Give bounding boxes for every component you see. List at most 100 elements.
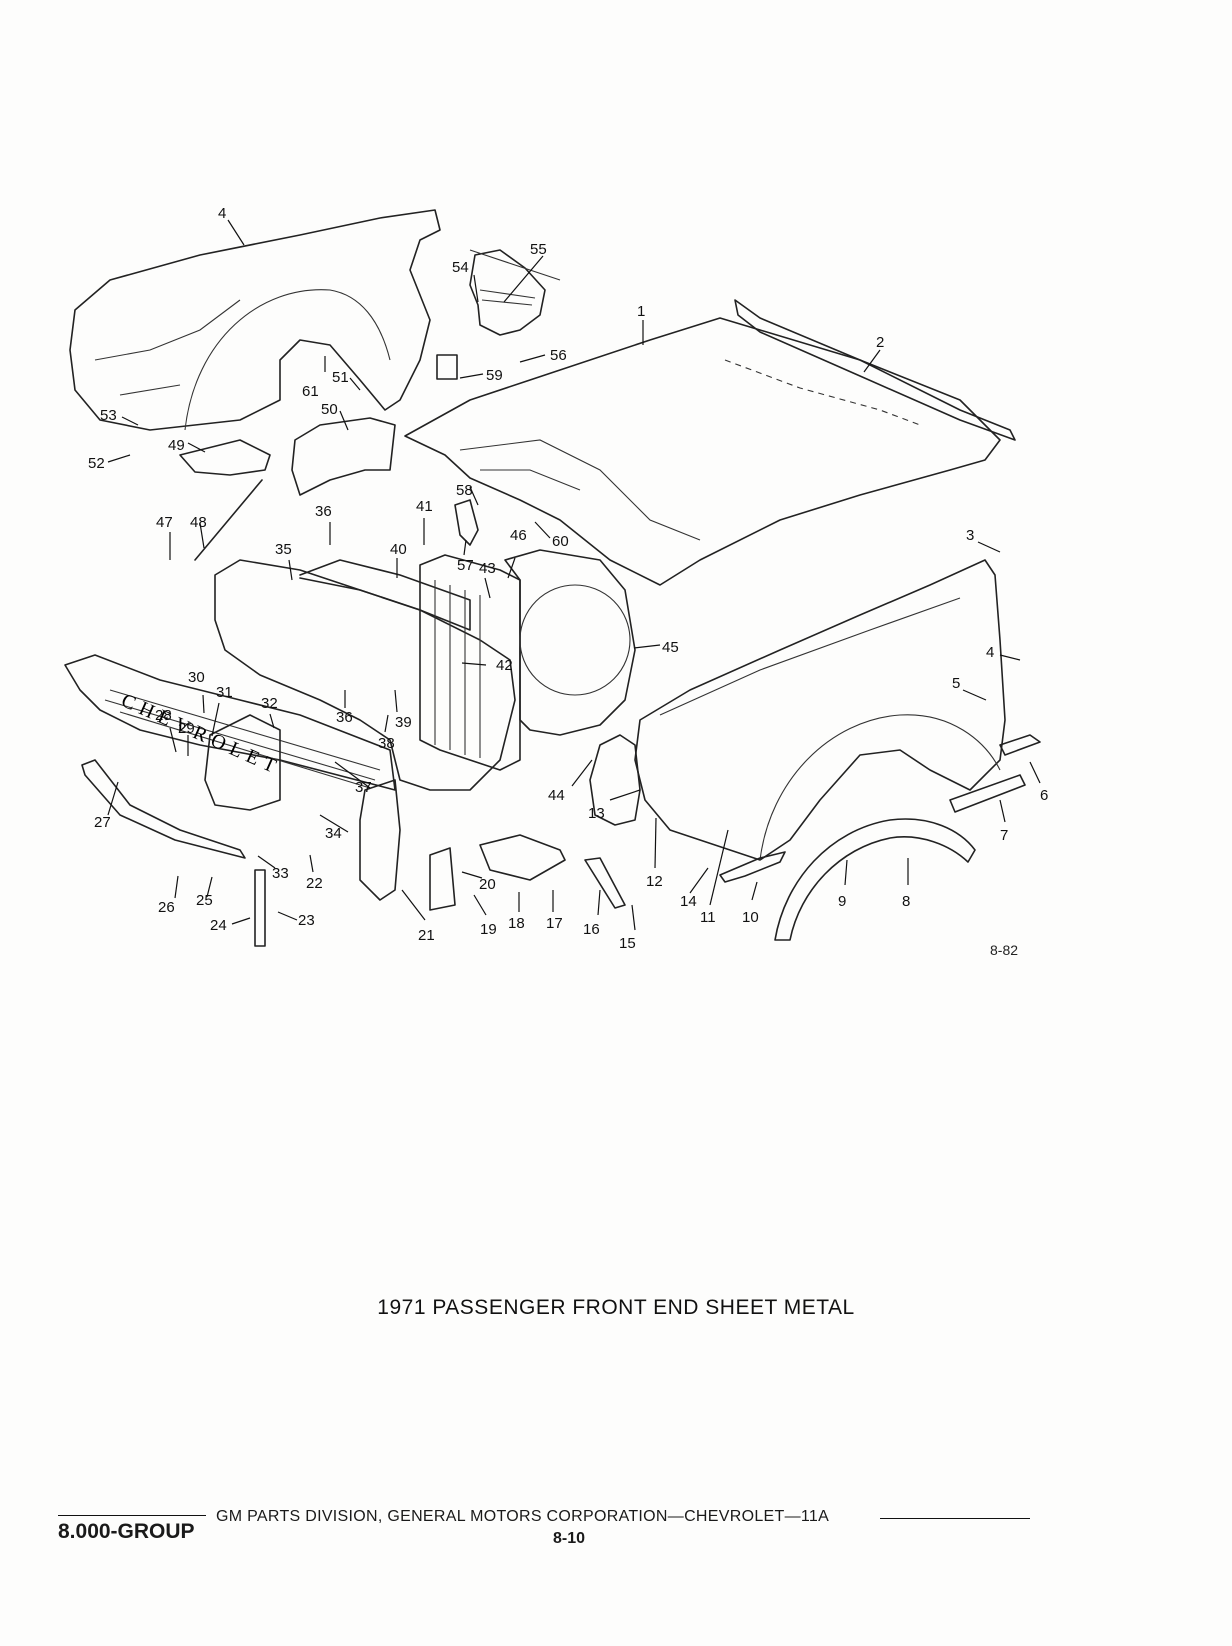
- callout-8: 8: [902, 893, 910, 910]
- radiator-core-lines: [434, 580, 481, 758]
- callout-44: 44: [548, 787, 565, 804]
- hood-inner-line: [459, 439, 701, 541]
- callout-54: 54: [452, 259, 469, 276]
- hood-latch-outline: [454, 499, 479, 546]
- callout-53: 53: [100, 407, 117, 424]
- grille-outline: [64, 654, 396, 791]
- callout-40: 40: [390, 541, 407, 558]
- callout-37: 37: [355, 779, 372, 796]
- lower-filler-outline: [359, 779, 401, 901]
- callout-48: 48: [190, 514, 207, 531]
- callout-18: 18: [508, 915, 525, 932]
- headlamp-bezel-outline: [589, 734, 641, 826]
- callout-5: 5: [952, 675, 960, 692]
- callout-50: 50: [321, 401, 338, 418]
- right-fender-top-line: [659, 597, 961, 716]
- lower-moulding-outline: [719, 851, 786, 883]
- callout-61: 61: [302, 383, 319, 400]
- callout-23: 23: [298, 912, 315, 929]
- splash-shield-outline: [291, 417, 396, 496]
- callout-28: 28: [155, 707, 172, 724]
- wheel-moulding-outline: [774, 818, 976, 941]
- footer-group-rule: [58, 1515, 206, 1516]
- callout-39: 39: [395, 714, 412, 731]
- hood-vent-line: [724, 359, 921, 426]
- callout-13: 13: [588, 805, 605, 822]
- callout-7: 7: [1000, 827, 1008, 844]
- callout-17: 17: [546, 915, 563, 932]
- leader-lines: [107, 219, 1041, 931]
- fan-shroud-opening: [519, 584, 631, 696]
- callout-12: 12: [646, 873, 663, 890]
- page-footer: 8.000-GROUP GM PARTS DIVISION, GENERAL M…: [54, 1508, 1034, 1568]
- callout-30: 30: [188, 669, 205, 686]
- filler-strip-outline: [81, 759, 246, 859]
- callout-9: 9: [838, 893, 846, 910]
- callout-11: 11: [700, 909, 716, 926]
- vertical-bar-outline: [254, 869, 266, 947]
- baffle-outline: [479, 834, 566, 881]
- callout-10: 10: [742, 909, 759, 926]
- callout-60: 60: [552, 533, 569, 550]
- hood-outline: [404, 317, 1001, 586]
- callout-3: 3: [966, 527, 974, 544]
- callout-51: 51: [332, 369, 349, 386]
- callout-14: 14: [680, 893, 697, 910]
- callout-35: 35: [275, 541, 292, 558]
- right-fender-outline: [634, 559, 1006, 861]
- core-support-crossbar: [299, 559, 471, 631]
- callout-58: 58: [456, 482, 473, 499]
- callout-41: 41: [416, 498, 433, 515]
- callout-1: 1: [637, 303, 645, 320]
- brace-rod-outline: [584, 857, 626, 909]
- page-title: 1971 PASSENGER FRONT END SHEET METAL: [377, 1296, 855, 1319]
- callout-27: 27: [94, 814, 111, 831]
- callout-49: 49: [168, 437, 185, 454]
- brace-plate-outline: [179, 439, 271, 476]
- callout-31: 31: [216, 684, 233, 701]
- callout-24: 24: [210, 917, 227, 934]
- callout-20: 20: [479, 876, 496, 893]
- callout-43: 43: [479, 560, 496, 577]
- callout-55: 55: [530, 241, 547, 258]
- left-fender-apron-line: [94, 299, 241, 396]
- callout-45: 45: [662, 639, 679, 656]
- callout-42: 42: [496, 657, 513, 674]
- callout-34: 34: [325, 825, 342, 842]
- grille-mesh-lines: [104, 689, 381, 789]
- callout-57: 57: [457, 557, 474, 574]
- tie-rod-outline: [194, 479, 263, 561]
- callout-36-upper: 36: [315, 503, 332, 520]
- callout-52: 52: [88, 455, 105, 472]
- radiator-outline: [419, 554, 521, 771]
- callout-46: 46: [510, 527, 527, 544]
- footer-division-label: GM PARTS DIVISION, GENERAL MOTORS CORPOR…: [216, 1508, 830, 1525]
- left-fender-outline: [69, 209, 441, 431]
- callout-33: 33: [272, 865, 289, 882]
- fan-shroud-outline: [504, 549, 636, 736]
- callout-56: 56: [550, 347, 567, 364]
- bracket-59-outline: [436, 354, 458, 380]
- left-fender-wheel-opening: [184, 289, 391, 431]
- hood-hinge-outline: [469, 249, 546, 336]
- callout-25: 25: [196, 892, 213, 909]
- callout-47: 47: [156, 514, 173, 531]
- callout-59: 59: [486, 367, 503, 384]
- deflector-outline: [429, 847, 456, 911]
- callout-6: 6: [1040, 787, 1048, 804]
- fender-emblem-outline: [999, 734, 1041, 756]
- callout-2: 2: [876, 334, 884, 351]
- hinge-spring-lines: [469, 249, 561, 306]
- callout-4-left: 4: [218, 205, 226, 222]
- hood-seal-outline: [734, 299, 1016, 441]
- callout-19: 19: [480, 921, 497, 938]
- callout-4-right: 4: [986, 644, 994, 661]
- grille-bracket-outline: [204, 714, 281, 811]
- callout-29: 29: [178, 720, 195, 737]
- callout-36-lower: 36: [336, 709, 353, 726]
- callout-labels: 1 2 3 4 4 5 6 7 8 9 10 11 12 13 14 15 16…: [88, 205, 1048, 952]
- callout-38: 38: [378, 735, 395, 752]
- footer-page-number: 8-10: [552, 1530, 586, 1547]
- callout-26: 26: [158, 899, 175, 916]
